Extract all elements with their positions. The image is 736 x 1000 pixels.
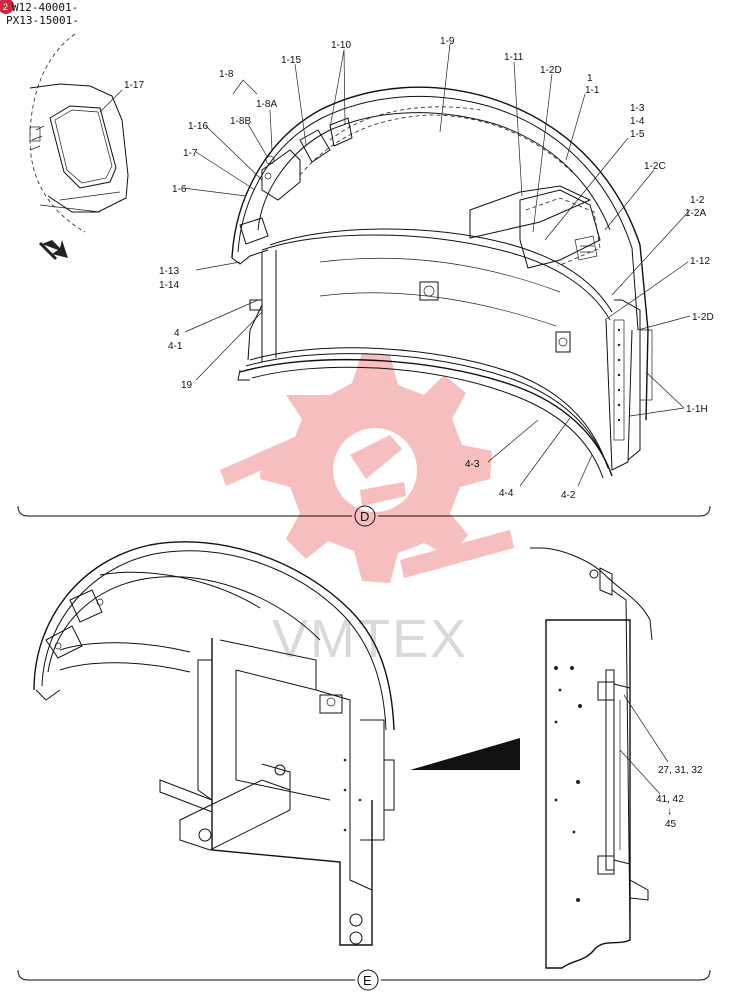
label-1-5: 1-5 xyxy=(630,129,645,140)
label-4-3: 4-3 xyxy=(465,459,480,470)
label-45: 45 xyxy=(665,819,677,830)
section-e-bracket xyxy=(17,969,711,981)
label-27-31-32: 27, 31, 32 xyxy=(658,765,703,776)
label-1-2: 1-2 xyxy=(690,195,705,206)
label-1-1: 1-1 xyxy=(585,85,600,96)
section-d-marker xyxy=(354,505,376,527)
label-1-2a: 1-2A xyxy=(685,208,706,219)
section-d-bracket xyxy=(17,505,711,517)
page-badge-icon xyxy=(0,0,14,14)
section-d-letter: D xyxy=(360,509,369,524)
label-1-11: 1-11 xyxy=(504,52,524,63)
label-1-7: 1-7 xyxy=(183,148,198,159)
label-1-12: 1-12 xyxy=(690,256,710,267)
label-1-16: 1-16 xyxy=(188,121,208,132)
section-e-letter: E xyxy=(363,973,372,988)
label-1-6: 1-6 xyxy=(172,184,187,195)
label-1-8a: 1-8A xyxy=(256,99,277,110)
label-1-13: 1-13 xyxy=(159,266,179,277)
leader-lines-e xyxy=(619,694,669,795)
label-1-2c: 1-2C xyxy=(644,161,666,172)
inset-cab-view xyxy=(29,33,129,233)
section-e-marker xyxy=(357,969,379,991)
page-badge-number: 2 xyxy=(3,2,8,12)
label-1-15: 1-15 xyxy=(281,55,301,66)
serial-line-1: W12-40001- xyxy=(12,1,78,14)
detail-view-pointer-icon xyxy=(410,738,520,770)
label-1-2d-top: 1-2D xyxy=(540,65,562,76)
label-1-4: 1-4 xyxy=(630,116,645,127)
label-4-4: 4-4 xyxy=(499,488,514,499)
label-1-17: 1-17 xyxy=(124,80,144,91)
label-41-42: 41, 42 xyxy=(656,794,684,805)
watermark-gear-icon xyxy=(220,353,514,583)
label-1-1h: 1-1H xyxy=(686,404,708,415)
serial-line-2: PX13-15001- xyxy=(6,14,79,27)
label-1-8b: 1-8B xyxy=(230,116,251,127)
label-19: 19 xyxy=(181,380,193,391)
label-1-14: 1-14 xyxy=(159,280,179,291)
label-4-1: 4-1 xyxy=(168,341,183,352)
label-1-3: 1-3 xyxy=(630,103,645,114)
view-direction-arrow-icon xyxy=(38,240,68,261)
detail-view-side-plate xyxy=(530,547,653,969)
label-1-8: 1-8 xyxy=(219,69,234,80)
label-4: 4 xyxy=(174,328,180,339)
watermark-text: VMTEX xyxy=(272,609,468,669)
label-1-10: 1-10 xyxy=(331,40,351,51)
fender-assembly-d xyxy=(231,86,653,479)
label-arrow-down: ↓ xyxy=(667,806,672,817)
label-1: 1 xyxy=(587,73,593,84)
fender-assembly-e xyxy=(33,541,395,946)
label-1-2d-right: 1-2D xyxy=(692,312,714,323)
label-1-9: 1-9 xyxy=(440,36,455,47)
label-4-2: 4-2 xyxy=(561,490,576,501)
leader-lines-d xyxy=(182,43,691,487)
